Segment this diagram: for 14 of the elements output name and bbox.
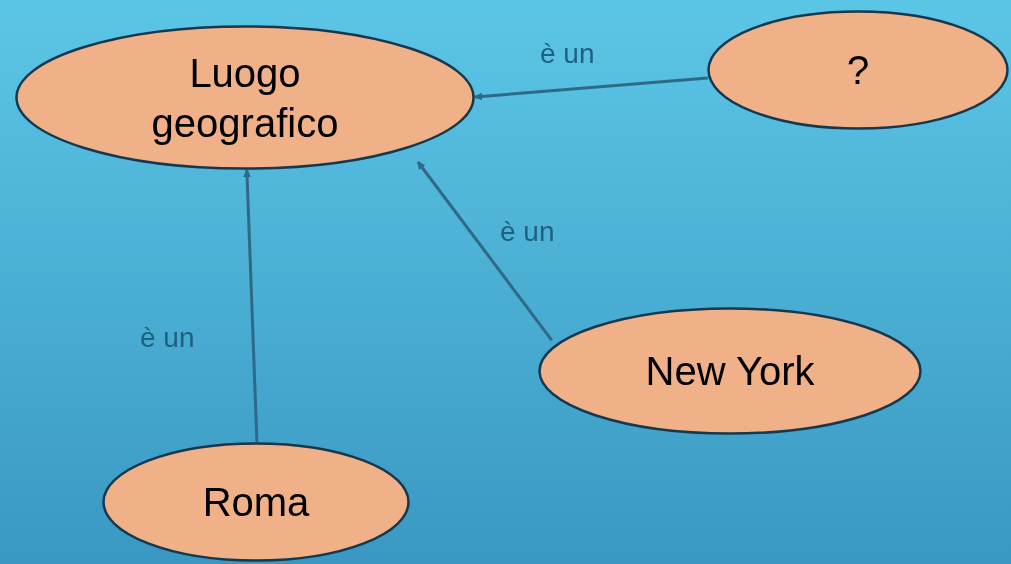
arrow	[243, 169, 259, 443]
arrow	[474, 76, 709, 101]
arrow	[416, 161, 554, 342]
node-text: ?	[846, 47, 870, 94]
node-text: New York	[645, 348, 815, 395]
ellipse-node	[538, 307, 922, 435]
ellipse-node	[102, 442, 410, 562]
ellipse-node	[15, 25, 475, 170]
node-text: Roma	[202, 479, 310, 526]
edge-label: è un	[140, 324, 195, 352]
ellipse-node	[707, 10, 1009, 130]
edge-label: è un	[540, 40, 595, 68]
edge-label: è un	[500, 218, 555, 246]
node-text: Luogo geografico	[150, 49, 340, 147]
